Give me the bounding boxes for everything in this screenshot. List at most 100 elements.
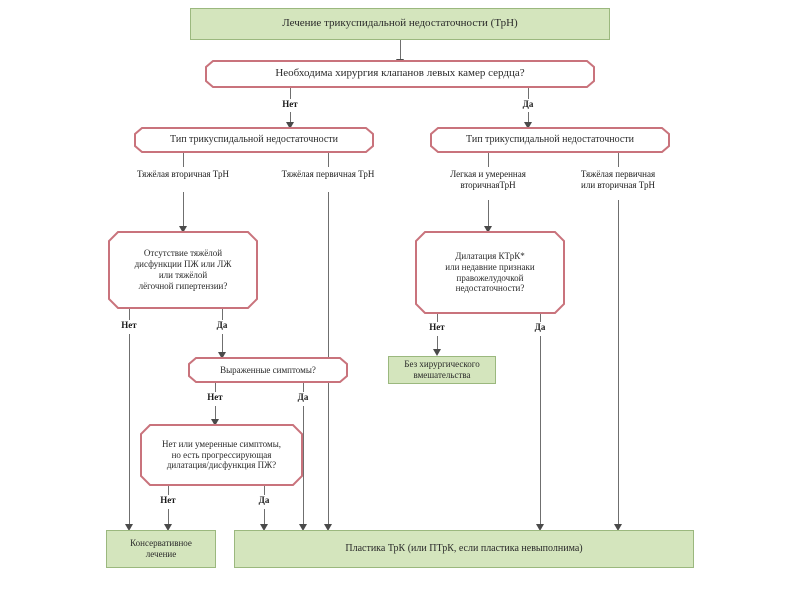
node-plasty: Пластика ТрК (или ПТрК, если пластика не… xyxy=(234,530,694,568)
node-progressive-dilation-question: Нет или умеренные симптомы, но есть прог… xyxy=(140,424,303,486)
edge-type-right-a-stub xyxy=(488,153,489,167)
arrowhead-type-left-a xyxy=(179,226,187,233)
node-progressive-dilation-text: Нет или умеренные симптомы, но есть прог… xyxy=(152,439,291,472)
arrowhead-dysfunction-no xyxy=(125,524,133,531)
edge-progressive-yes-stub xyxy=(264,486,265,495)
node-no-surgery: Без хирургического вмешательства xyxy=(388,356,496,384)
edge-q1-no-to-type-left xyxy=(290,112,291,126)
node-type-tr-right: Тип трикуспидальной недостаточности xyxy=(430,127,670,153)
edge-label-dysfunction-no: Нет xyxy=(121,320,137,330)
edge-label-left-severe-primary: Тяжёлая первичная ТрН xyxy=(281,169,375,179)
dysfunction-line-4: лёгочной гипертензии? xyxy=(138,280,228,291)
edge-type-right-a-down xyxy=(488,200,489,230)
node-plasty-label: Пластика ТрК (или ПТрК, если пластика не… xyxy=(345,542,583,554)
node-severe-symptoms-question: Выраженные симптомы? xyxy=(188,357,348,383)
dysfunction-line-3: или тяжёлой xyxy=(158,270,208,280)
edge-progressive-yes-down xyxy=(264,509,265,528)
arrowhead-ktrk-no xyxy=(433,349,441,356)
edge-label-dysfunction-yes: Да xyxy=(216,320,228,330)
edge-type-left-b-stub xyxy=(328,153,329,167)
progressive-line-3: дилатация/дисфункция ПЖ? xyxy=(166,460,277,471)
node-dilation-ktrk-text: Дилатация КТрК* или недавние признаки пр… xyxy=(435,251,544,295)
edge-label-right-mild-moderate: Легкая и умеренная вторичнаяТрН xyxy=(428,169,548,191)
node-dilation-ktrk-question: Дилатация КТрК* или недавние признаки пр… xyxy=(415,231,565,314)
arrowhead-progressive-yes xyxy=(260,524,268,531)
edge-label-left-severe-secondary: Тяжёлая вторичная ТрН xyxy=(137,169,229,179)
edge-symptoms-no-down xyxy=(215,406,216,424)
octagon-outline xyxy=(415,231,565,314)
node-conservative-treatment: Консервативное лечение xyxy=(106,530,216,568)
node-type-tr-left-label: Тип трикуспидальной недостаточности xyxy=(169,133,338,145)
arrowhead-type-right-b xyxy=(614,524,622,531)
octagon-outline xyxy=(430,127,670,153)
node-type-tr-right-label: Тип трикуспидальной недостаточности xyxy=(465,133,634,145)
progressive-line-1: Нет или умеренные симптомы, xyxy=(162,438,281,449)
node-root-label: Лечение трикуспидальной недостаточности … xyxy=(282,17,518,30)
edge-label-symptoms-yes: Да xyxy=(297,392,309,402)
edge-dysfunction-no-long xyxy=(129,334,130,528)
node-left-heart-surgery-question: Необходима хирургия клапанов левых камер… xyxy=(205,60,595,88)
octagon-outline xyxy=(205,60,595,88)
ktrk-line-4: недостаточности? xyxy=(455,283,525,294)
node-root: Лечение трикуспидальной недостаточности … xyxy=(190,8,610,40)
octagon-outline xyxy=(140,424,303,486)
edge-ktrk-yes-stub xyxy=(540,314,541,322)
edge-ktrk-no-down xyxy=(437,336,438,354)
arrowhead-q1-no xyxy=(286,122,294,129)
edge-label-right-severe-line1: Тяжёлая первичная xyxy=(580,169,656,179)
edge-ktrk-no-stub xyxy=(437,314,438,322)
node-no-severe-dysfunction-question: Отсутствие тяжёлой дисфункции ПЖ или ЛЖ … xyxy=(108,231,258,309)
no-surgery-line-2: вмешательства xyxy=(413,370,471,380)
arrowhead-ktrk-yes xyxy=(536,524,544,531)
edge-symptoms-no-stub xyxy=(215,383,216,392)
ktrk-line-1: Дилатация КТрК* xyxy=(455,250,525,261)
edge-ktrk-yes-long xyxy=(540,336,541,528)
edge-symptoms-yes-long xyxy=(303,406,304,528)
edge-root-to-q1 xyxy=(400,40,401,61)
arrowhead-progressive-no xyxy=(164,524,172,531)
arrowhead-dysfunction-yes xyxy=(218,352,226,359)
edge-label-right-severe-line2: или вторичная ТрН xyxy=(581,179,655,190)
octagon-outline xyxy=(134,127,374,153)
octagon-outline xyxy=(188,357,348,383)
edge-label-root-no: Нет xyxy=(282,99,298,109)
ktrk-line-2: или недавние признаки xyxy=(445,261,535,272)
ktrk-line-3: правожелудочкой xyxy=(456,272,524,283)
dysfunction-line-2: дисфункции ПЖ или ЛЖ xyxy=(134,259,232,270)
edge-q1-no-stub xyxy=(290,88,291,99)
edge-label-ktrk-no: Нет xyxy=(429,322,445,332)
edge-type-left-a-stub xyxy=(183,153,184,167)
edge-label-progressive-yes: Да xyxy=(258,495,270,505)
arrowhead-type-left-b xyxy=(324,524,332,531)
edge-type-right-b-long xyxy=(618,200,619,528)
edge-label-progressive-no: Нет xyxy=(160,495,176,505)
arrowhead-symptoms-yes xyxy=(299,524,307,531)
node-type-tr-left: Тип трикуспидальной недостаточности xyxy=(134,127,374,153)
arrowhead-type-right-a xyxy=(484,226,492,233)
edge-label-root-yes: Да xyxy=(522,99,534,109)
edge-dysfunction-yes-stub xyxy=(222,309,223,320)
edge-q1-yes-stub xyxy=(528,88,529,99)
edge-q1-yes-to-type-right xyxy=(528,112,529,126)
edge-progressive-no-down xyxy=(168,509,169,528)
edge-symptoms-yes-stub xyxy=(303,383,304,392)
arrowhead-symptoms-no xyxy=(211,419,219,426)
node-no-severe-dysfunction-text: Отсутствие тяжёлой дисфункции ПЖ или ЛЖ … xyxy=(125,248,242,292)
node-severe-symptoms-label: Выраженные симптомы? xyxy=(220,364,316,375)
octagon-outline xyxy=(108,231,258,309)
edge-label-right-mild-moderate-line1: Легкая и умеренная xyxy=(450,169,526,179)
progressive-line-2: но есть прогрессирующая xyxy=(171,449,272,460)
conservative-line-1: Консервативное xyxy=(130,538,192,549)
arrowhead-q1-yes xyxy=(524,122,532,129)
conservative-line-2: лечение xyxy=(145,549,177,559)
node-left-heart-surgery-label: Необходима хирургия клапанов левых камер… xyxy=(275,67,525,80)
edge-dysfunction-yes-down xyxy=(222,334,223,358)
edge-label-right-severe: Тяжёлая первичная или вторичная ТрН xyxy=(558,169,678,191)
edge-type-left-a-down xyxy=(183,192,184,230)
edge-progressive-no-stub xyxy=(168,486,169,495)
no-surgery-line-1: Без хирургического xyxy=(404,359,480,370)
edge-label-symptoms-no: Нет xyxy=(207,392,223,402)
dysfunction-line-1: Отсутствие тяжёлой xyxy=(143,248,223,259)
edge-type-right-b-stub xyxy=(618,153,619,167)
